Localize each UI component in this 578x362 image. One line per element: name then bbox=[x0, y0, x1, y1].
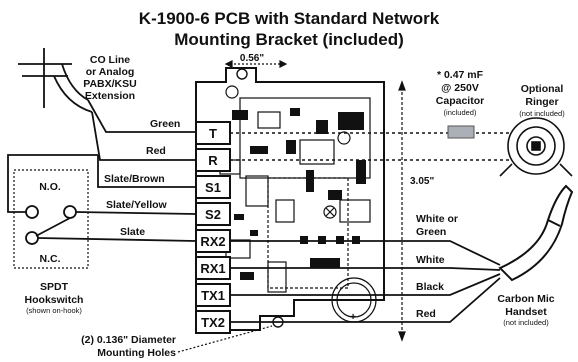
mounting-holes-leader bbox=[177, 325, 273, 353]
black-wire-label: Black bbox=[416, 281, 444, 293]
red-handset-wire-label: Red bbox=[416, 308, 436, 320]
co-line-text-1: CO Line bbox=[90, 54, 130, 66]
terminal-label-t: T bbox=[209, 126, 217, 141]
handset-label: Carbon Mic Handset (not included) bbox=[497, 293, 554, 327]
title-line-1: K-1900-6 PCB with Standard Network bbox=[139, 9, 440, 28]
capacitor-text-2: @ 250V bbox=[441, 82, 479, 94]
hookswitch-no-label: N.O. bbox=[39, 181, 61, 193]
hookswitch-nc-label: N.C. bbox=[40, 253, 61, 265]
co-line-label: CO Line or Analog PABX/KSU Extension bbox=[83, 54, 136, 102]
hookswitch-title: SPDT Hookswitch (shown on-hook) bbox=[25, 281, 84, 315]
hookswitch-title-1: SPDT bbox=[40, 281, 69, 293]
handset-wire-rx1 bbox=[230, 267, 501, 271]
title-line-2: Mounting Bracket (included) bbox=[174, 30, 404, 49]
capacitor-text-1: * 0.47 mF bbox=[437, 69, 484, 81]
handset-icon bbox=[498, 184, 574, 282]
terminal-block: T R S1 S2 RX2 RX1 TX1 TX2 bbox=[195, 121, 231, 334]
terminal-tx2: TX2 bbox=[195, 310, 231, 334]
co-line-text-4: Extension bbox=[85, 90, 135, 102]
terminal-label-tx2: TX2 bbox=[201, 315, 225, 330]
handset-wire-tx2 bbox=[230, 277, 501, 323]
terminal-tx1: TX1 bbox=[195, 283, 231, 307]
wire-to-s2 bbox=[75, 211, 197, 215]
mounting-holes-text-1: (2) 0.136" Diameter bbox=[81, 334, 176, 346]
terminal-label-s1: S1 bbox=[205, 180, 221, 195]
handset-text-2: Handset bbox=[505, 306, 547, 318]
capacitor-icon bbox=[447, 125, 475, 139]
ringer-label: Optional Ringer (not included) bbox=[519, 83, 565, 118]
wire-to-rx2 bbox=[37, 237, 197, 242]
red-wire-label: Red bbox=[146, 145, 166, 157]
wire-s1-link bbox=[97, 155, 196, 188]
handset-wire-tx1 bbox=[230, 273, 501, 296]
width-dimension-label: 0.56" bbox=[240, 53, 264, 64]
co-line-text-3: PABX/KSU bbox=[83, 78, 136, 90]
terminal-t: T bbox=[195, 121, 231, 145]
slate-label: Slate bbox=[120, 226, 145, 238]
hookswitch-title-2: Hookswitch bbox=[25, 294, 84, 306]
terminal-s2: S2 bbox=[195, 202, 231, 226]
green-wire-label: Green bbox=[150, 118, 180, 130]
wire-to-s1 bbox=[7, 154, 98, 213]
height-dimension-label: 3.05" bbox=[410, 176, 434, 187]
handset-wire-rx2 bbox=[230, 240, 501, 266]
white-or-green-label-2: Green bbox=[416, 226, 446, 238]
capacitor-note: (included) bbox=[444, 108, 477, 117]
ringer-note: (not included) bbox=[519, 109, 565, 118]
green-wire bbox=[87, 99, 196, 133]
white-wire-label: White bbox=[416, 254, 445, 266]
red-wire bbox=[91, 111, 196, 161]
capacitor-text-3: Capacitor bbox=[436, 95, 484, 107]
terminal-s1: S1 bbox=[195, 175, 231, 199]
terminal-rx1: RX1 bbox=[195, 256, 231, 280]
hookswitch-contacts bbox=[25, 205, 77, 245]
ringer-text-2: Ringer bbox=[525, 96, 558, 108]
terminal-label-rx2: RX2 bbox=[200, 234, 225, 249]
terminal-r: R bbox=[195, 148, 231, 172]
slate-yellow-label: Slate/Yellow bbox=[106, 199, 168, 211]
terminal-label-r: R bbox=[208, 153, 218, 168]
terminal-rx2: RX2 bbox=[195, 229, 231, 253]
battery-plus-sign: + bbox=[350, 311, 356, 323]
handset-text-1: Carbon Mic bbox=[497, 293, 554, 305]
capacitor-label: * 0.47 mF @ 250V Capacitor (included) bbox=[436, 69, 484, 117]
terminal-label-rx1: RX1 bbox=[200, 261, 225, 276]
terminal-label-tx1: TX1 bbox=[201, 288, 225, 303]
ringer-icon bbox=[499, 117, 573, 177]
telephone-pole-icon bbox=[18, 48, 93, 113]
co-line-text-2: or Analog bbox=[86, 66, 135, 78]
height-dimension bbox=[398, 80, 406, 342]
ringer-text-1: Optional bbox=[521, 83, 564, 95]
mounting-hole-top bbox=[236, 68, 248, 80]
hookswitch-note: (shown on-hook) bbox=[26, 306, 82, 315]
mounting-holes-text-2: Mounting Holes bbox=[97, 347, 176, 359]
terminal-label-s2: S2 bbox=[205, 207, 221, 222]
handset-note: (not included) bbox=[503, 318, 549, 327]
white-or-green-label-1: White or bbox=[416, 213, 458, 225]
hookswitch-box bbox=[13, 169, 89, 269]
width-dimension bbox=[224, 60, 288, 68]
slate-brown-label: Slate/Brown bbox=[104, 173, 165, 185]
